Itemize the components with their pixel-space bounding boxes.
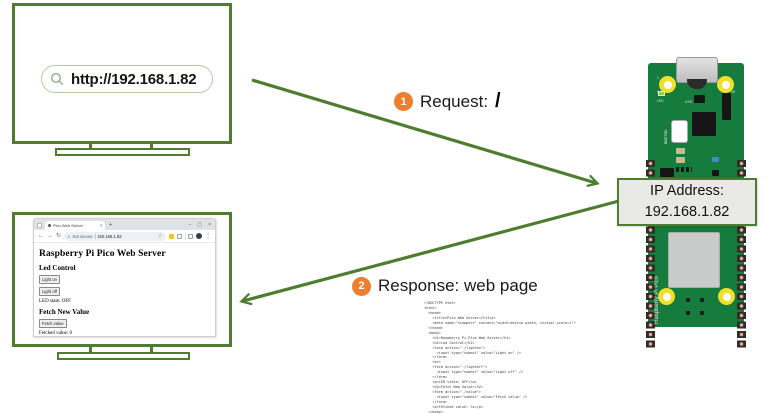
tab-title: Pico Web Server — [53, 223, 83, 228]
pin-number-1: 1 — [657, 76, 659, 80]
smd-chip — [660, 168, 674, 177]
not-secure-warning-icon: ⚠ — [67, 234, 71, 239]
mounting-hole — [717, 76, 734, 93]
back-icon[interactable]: ← — [38, 233, 44, 239]
url-text: http://192.168.1.82 — [71, 70, 197, 88]
pin-number-39: 39 — [731, 90, 735, 94]
fetch-heading: Fetch New Value — [39, 307, 90, 316]
new-tab-icon[interactable]: + — [109, 222, 113, 228]
tab-favicon-icon — [47, 223, 51, 228]
pin-header-right — [737, 160, 746, 350]
mounting-hole — [659, 76, 676, 93]
flash-chip — [694, 95, 705, 103]
menu-dots-icon[interactable]: ⋮ — [205, 233, 211, 239]
mounting-hole — [718, 288, 735, 305]
wireless-module-shield — [668, 232, 720, 288]
ip-address-label: IP Address: 192.168.1.82 — [617, 178, 757, 226]
close-icon[interactable]: × — [208, 221, 211, 228]
bootsel-button[interactable] — [671, 120, 688, 143]
window-controls: – ▢ × — [188, 221, 211, 228]
minimize-icon[interactable]: – — [188, 221, 192, 228]
usb-connector — [676, 57, 718, 83]
debug-pad — [686, 298, 690, 302]
fetched-value-text: Fetched value: 0 — [39, 330, 73, 336]
browser-tab[interactable]: Pico Web Server × — [45, 221, 105, 230]
debug-pad — [686, 311, 690, 315]
smd-chip — [712, 170, 719, 176]
html-source-code: <!DOCTYPE html> <html> <head> <title>Pic… — [424, 301, 576, 414]
monitor-stand-neck — [89, 347, 92, 353]
usb-slot — [687, 79, 707, 89]
monitor-stand-base — [55, 148, 190, 156]
led-indicator — [658, 91, 665, 96]
browser-window: Pico Web Server × + – ▢ × ← → ↻ ⚠ Not se… — [33, 218, 216, 337]
download-icon[interactable] — [176, 233, 182, 239]
monitor-stand-base — [57, 352, 190, 360]
fetch-value-button[interactable]: Fetch value — [39, 318, 67, 328]
reload-icon[interactable]: ↻ — [56, 233, 62, 239]
response-arrow — [243, 195, 635, 301]
request-text: Request: — [420, 91, 489, 111]
bookmark-star-icon[interactable]: ☆ — [158, 233, 163, 239]
monitor-stand-neck — [150, 347, 153, 353]
smd-component — [712, 157, 719, 162]
bootsel-label: BOOTSEL — [664, 128, 668, 144]
request-label: 1 Request: / — [394, 90, 501, 113]
light-on-button[interactable]: Light on — [39, 275, 60, 284]
rp2040-chip — [692, 112, 716, 136]
ip-label-address: 192.168.1.82 — [644, 204, 730, 220]
step-2-badge: 2 — [352, 276, 371, 296]
client-monitor: http://192.168.1.82 — [12, 3, 232, 144]
step-1-badge: 1 — [394, 92, 413, 111]
browser-toolbar: ← → ↻ ⚠ Not secure 192.168.1.82 ☆ ⋮ — [34, 230, 215, 243]
monitor-stand-neck — [89, 144, 92, 149]
search-icon — [50, 72, 64, 86]
mounting-hole — [658, 288, 675, 305]
request-path: / — [495, 90, 501, 112]
pin-header-left — [646, 160, 655, 350]
smd-capacitor — [676, 148, 685, 154]
debug-pad — [700, 298, 704, 302]
board-name-label: Raspberry Pi Pico — [654, 275, 660, 324]
ip-label-title: IP Address: — [650, 182, 724, 199]
tab-search-icon[interactable] — [37, 222, 42, 228]
url-bar[interactable]: http://192.168.1.82 — [41, 65, 213, 93]
regulator-chip — [722, 93, 731, 120]
web-page-content: Raspberry Pi Pico Web Server Led Control… — [34, 243, 215, 336]
extension-icon[interactable] — [168, 233, 174, 239]
address-bar[interactable]: ⚠ Not secure 192.168.1.82 ☆ — [64, 231, 166, 241]
usb-label: USB — [685, 100, 693, 104]
maximize-icon[interactable]: ▢ — [197, 221, 203, 228]
tab-close-icon[interactable]: × — [99, 223, 103, 228]
forward-icon[interactable]: → — [47, 233, 53, 239]
address-divider — [94, 233, 96, 239]
side-panel-icon[interactable] — [188, 233, 193, 239]
browser-tab-strip: Pico Web Server × + – ▢ × — [34, 219, 215, 230]
toolbar-divider — [184, 232, 185, 240]
debug-pad — [700, 311, 704, 315]
smd-capacitor — [676, 157, 685, 163]
led-state-text: LED state: OFF — [39, 298, 71, 304]
response-text: Response: web page — [378, 276, 538, 295]
page-title: Raspberry Pi Pico Web Server — [39, 249, 166, 259]
request-arrow — [251, 78, 596, 183]
led-control-heading: Led Control — [39, 264, 76, 272]
response-label: 2 Response: web page — [352, 276, 538, 296]
led-label: LED — [657, 99, 664, 103]
light-off-button[interactable]: Light off — [39, 286, 60, 296]
monitor-stand-neck — [150, 144, 153, 149]
pin-number-2: 2 — [657, 90, 659, 94]
smd-resistor-row — [676, 167, 692, 172]
profile-avatar[interactable] — [196, 233, 202, 239]
not-secure-text: Not secure — [72, 233, 93, 239]
address-text: 192.168.1.82 — [97, 233, 122, 239]
